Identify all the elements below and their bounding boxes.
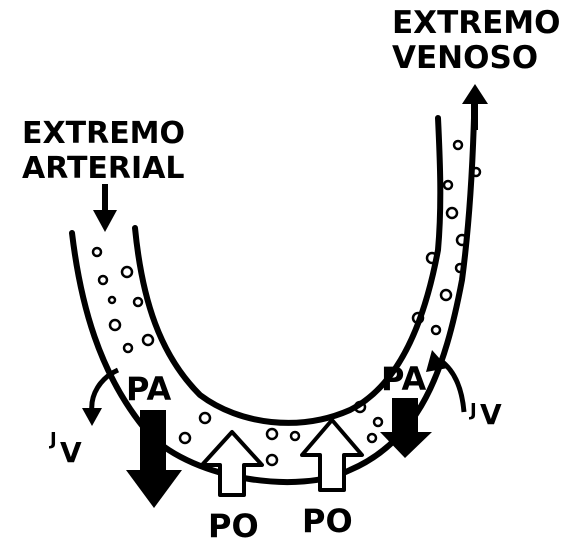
particle — [452, 139, 464, 151]
pa-right-label: PA — [381, 360, 427, 398]
particle — [265, 427, 279, 441]
particle — [442, 179, 454, 191]
particle — [107, 295, 117, 305]
jv-right-label-sub: V — [480, 398, 502, 431]
pa-left-label: PA — [126, 370, 172, 408]
po-right-arrow — [300, 418, 364, 492]
jv-left-arrow — [82, 367, 120, 426]
particle — [120, 265, 134, 279]
venous-end-label-line1: EXTREMO — [392, 5, 560, 41]
pa-right-arrow — [380, 398, 432, 458]
arterial-inflow-arrow — [93, 184, 117, 232]
particle — [411, 311, 425, 325]
particle — [141, 333, 155, 347]
particle — [366, 432, 378, 444]
particle — [454, 262, 466, 274]
po-left-arrow — [200, 430, 264, 497]
particle — [97, 274, 109, 286]
venous-outflow-arrow — [462, 84, 488, 130]
jv-right-label-main: J — [468, 400, 477, 421]
particle — [198, 411, 212, 425]
po-left-label: PO — [208, 507, 259, 542]
arterial-end-label-line1: EXTREMO — [22, 116, 185, 151]
po-right-label: PO — [302, 502, 353, 540]
particle — [91, 246, 103, 258]
particle — [122, 342, 134, 354]
particle — [439, 288, 453, 302]
particle — [108, 318, 122, 332]
particle — [178, 431, 192, 445]
jv-right-arrow — [426, 350, 467, 413]
particle — [455, 233, 469, 247]
particle — [430, 324, 442, 336]
particle — [372, 416, 384, 428]
jv-left-label-main: J — [48, 429, 57, 450]
blood-particles — [91, 139, 482, 467]
capillary-inner-wall — [132, 115, 444, 426]
particle — [289, 430, 301, 442]
particle — [425, 251, 439, 265]
pa-left-arrow — [126, 410, 182, 508]
particle — [445, 206, 459, 220]
jv-left-label-sub: V — [60, 436, 82, 469]
particle — [470, 166, 482, 178]
particle — [265, 453, 279, 467]
venous-end-label-line2: VENOSO — [392, 40, 538, 76]
particle — [132, 296, 144, 308]
particle — [353, 400, 367, 414]
arterial-end-label-line2: ARTERIAL — [22, 151, 185, 186]
